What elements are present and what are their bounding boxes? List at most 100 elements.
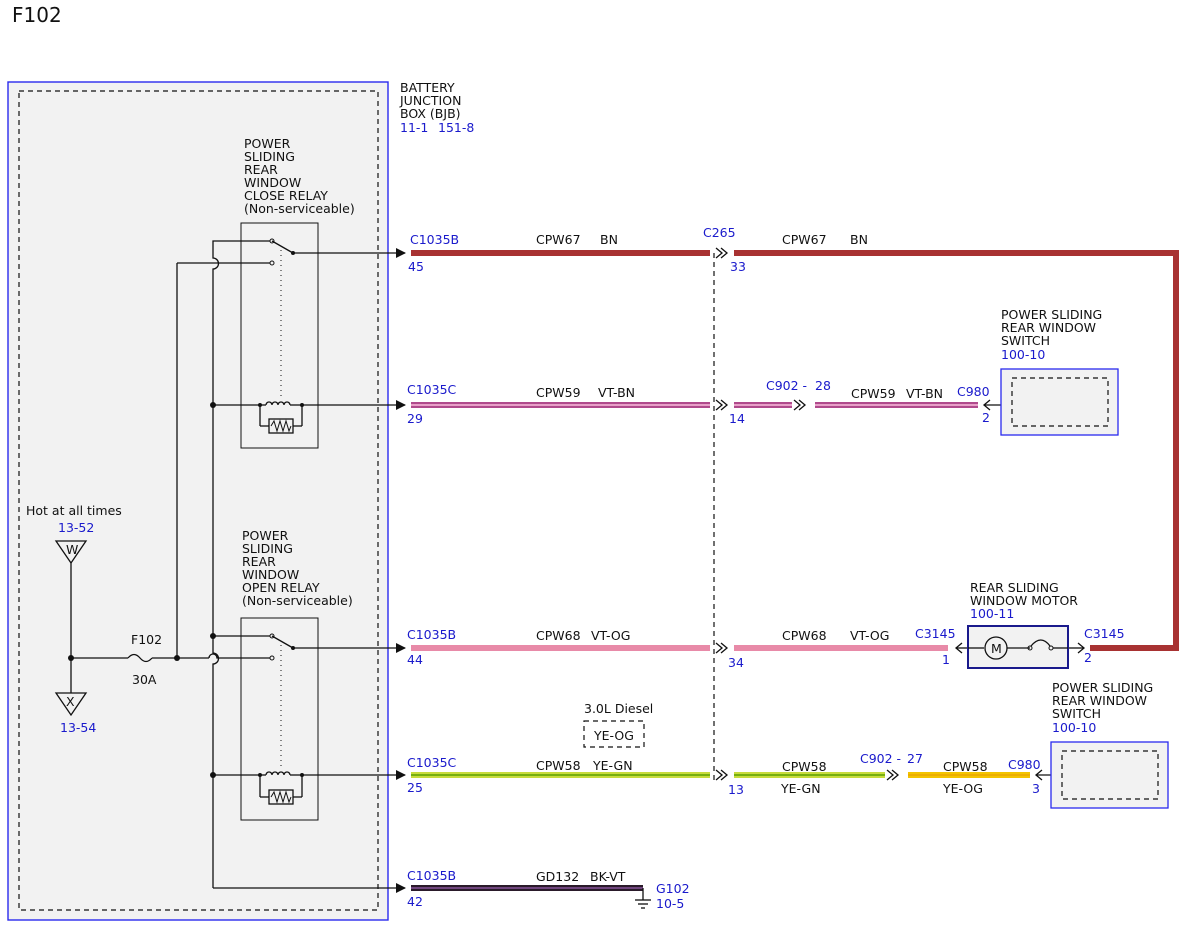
svg-text:WINDOW MOTOR: WINDOW MOTOR <box>970 593 1078 608</box>
open-relay-switch <box>269 633 405 768</box>
w5-conn: C1035B <box>407 868 456 883</box>
x-ref: 13-54 <box>60 720 96 735</box>
w2-pin2: 14 <box>729 411 745 426</box>
switch2-label: POWER SLIDING REAR WINDOW SWITCH 100-10 <box>1052 680 1153 735</box>
w1-color: BN <box>600 232 618 247</box>
w5-circuit: GD132 <box>536 869 579 884</box>
switch1-inner-box <box>1011 377 1109 427</box>
w2-circuit: CPW59 <box>536 385 581 400</box>
w-terminal-icon <box>54 540 88 565</box>
w3-c3145a: C3145 <box>915 626 956 641</box>
svg-text:WINDOW: WINDOW <box>242 567 299 582</box>
svg-text:OPEN RELAY: OPEN RELAY <box>242 580 320 595</box>
svg-text:M: M <box>991 641 1002 656</box>
w4-pin2: 13 <box>728 782 744 797</box>
w4-circuit3: CPW58 <box>943 759 988 774</box>
w5-ground: G102 <box>656 881 690 896</box>
w4-c980-pin: 3 <box>1032 781 1040 796</box>
wire-gd132 <box>411 885 644 900</box>
w2-pin: 29 <box>407 411 423 426</box>
w1-circuit: CPW67 <box>536 232 581 247</box>
w4-c980: C980 <box>1008 757 1041 772</box>
w3-circuit2: CPW68 <box>782 628 827 643</box>
close-relay-box <box>240 222 319 449</box>
w4-c902-pin: 27 <box>907 751 923 766</box>
fuse-name: F102 <box>131 632 162 647</box>
w1-color2: BN <box>850 232 868 247</box>
svg-text:REAR SLIDING: REAR SLIDING <box>970 580 1059 595</box>
diesel-color: YE-OG <box>593 728 634 743</box>
switch1-box <box>1000 368 1119 436</box>
bjb-connector-arrows <box>396 248 406 893</box>
w3-circuit: CPW68 <box>536 628 581 643</box>
svg-text:POWER: POWER <box>244 136 291 151</box>
w3-c3145b: C3145 <box>1084 626 1125 641</box>
w4-color2: YE-GN <box>780 781 821 796</box>
bjb-inner-box <box>18 90 379 911</box>
w5-ground-ref: 10-5 <box>656 896 684 911</box>
bjb-label-line1: BATTERY <box>400 80 455 95</box>
motor-label: REAR SLIDING WINDOW MOTOR 100-11 <box>970 580 1078 621</box>
svg-text:REAR: REAR <box>244 162 278 177</box>
motor-icon: M <box>968 636 1068 660</box>
svg-text:100-10: 100-10 <box>1052 720 1096 735</box>
w4-pin: 25 <box>407 780 423 795</box>
hot-ref: 13-52 <box>58 520 94 535</box>
bjb-label-line3: BOX (BJB) <box>400 106 461 121</box>
close-relay-label: POWER SLIDING REAR WINDOW CLOSE RELAY (N… <box>244 136 355 216</box>
w3-pin: 44 <box>407 652 423 667</box>
w4-circuit2: CPW58 <box>782 759 827 774</box>
bjb-label-line2: JUNCTION <box>399 93 461 108</box>
hot-at-all-times-label: Hot at all times <box>26 503 122 518</box>
svg-text:WINDOW: WINDOW <box>244 175 301 190</box>
w2-c902: C902 - <box>766 378 807 393</box>
svg-text:SWITCH: SWITCH <box>1052 706 1101 721</box>
fuse-icon <box>127 653 153 663</box>
w1-circuit2: CPW67 <box>782 232 827 247</box>
bjb-ref1: 11-1 <box>400 120 428 135</box>
switch2-box <box>1050 741 1169 809</box>
w3-pin2: 34 <box>728 655 744 670</box>
diesel-label: 3.0L Diesel <box>584 701 653 716</box>
svg-text:SLIDING: SLIDING <box>244 149 295 164</box>
w4-color3: YE-OG <box>942 781 983 796</box>
w2-c902-pin: 28 <box>815 378 831 393</box>
open-relay-coil <box>258 771 405 805</box>
w5-color: BK-VT <box>590 869 626 884</box>
w4-circuit: CPW58 <box>536 758 581 773</box>
w5-pin: 42 <box>407 894 423 909</box>
w1-pin: 45 <box>408 259 424 274</box>
w4-color: YE-GN <box>592 758 633 773</box>
x-terminal-icon <box>54 692 88 717</box>
bjb-box <box>7 81 389 921</box>
svg-text:SLIDING: SLIDING <box>242 541 293 556</box>
w2-c980-pin: 2 <box>982 410 990 425</box>
w3-color: VT-OG <box>591 628 630 643</box>
w2-color3: VT-BN <box>906 386 943 401</box>
w3-conn: C1035B <box>407 627 456 642</box>
wire-cpw59 <box>411 399 1012 411</box>
wire-cpw68 <box>411 642 1086 654</box>
w1-conn: C1035B <box>410 232 459 247</box>
page-title: F102 <box>12 3 62 27</box>
wire-cpw67 <box>411 247 1179 651</box>
wire-cpw58 <box>411 769 1062 781</box>
svg-text:CLOSE RELAY: CLOSE RELAY <box>244 188 328 203</box>
switch1-label: POWER SLIDING REAR WINDOW SWITCH 100-10 <box>1001 307 1102 362</box>
svg-text:(Non-serviceable): (Non-serviceable) <box>244 201 355 216</box>
open-relay-box <box>240 617 319 821</box>
close-relay-switch <box>269 238 405 398</box>
close-relay-coil <box>258 401 405 434</box>
w2-circuit3: CPW59 <box>851 386 896 401</box>
w2-c980: C980 <box>957 384 990 399</box>
svg-text:(Non-serviceable): (Non-serviceable) <box>242 593 353 608</box>
svg-text:SWITCH: SWITCH <box>1001 333 1050 348</box>
w1-pin2: 33 <box>730 259 746 274</box>
w2-conn: C1035C <box>407 382 457 397</box>
x-letter: X <box>66 694 75 709</box>
svg-text:REAR WINDOW: REAR WINDOW <box>1001 320 1096 335</box>
w3-color2: VT-OG <box>850 628 889 643</box>
svg-text:100-10: 100-10 <box>1001 347 1045 362</box>
svg-text:REAR: REAR <box>242 554 276 569</box>
